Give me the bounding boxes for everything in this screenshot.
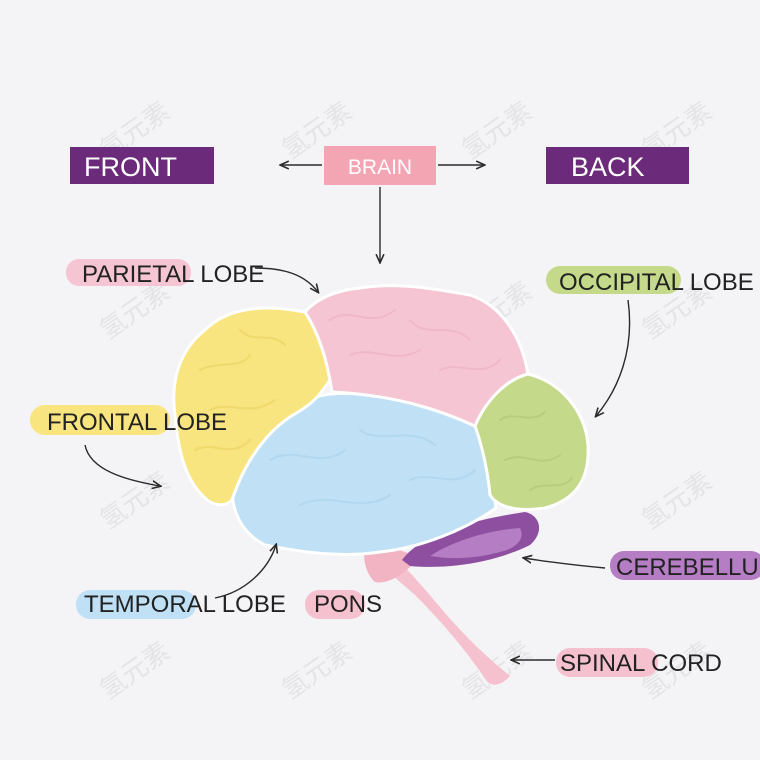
label-occipital: OCCIPITAL LOBE — [546, 266, 754, 296]
spinal-text: SPINAL CORD — [560, 650, 722, 677]
header-front: FRONT — [70, 147, 214, 184]
header-arrows — [281, 165, 484, 262]
brain-label: BRAIN — [348, 156, 412, 179]
watermark: 氢元素 — [457, 96, 538, 165]
cerebellum-highlight — [430, 528, 522, 559]
arrow-frontal — [84, 444, 160, 486]
arrow-cerebellum — [524, 558, 606, 569]
brain-folds — [194, 309, 573, 506]
back-label: BACK — [571, 152, 645, 182]
temporal-text: TEMPORAL LOBE — [84, 591, 286, 618]
front-label: FRONT — [84, 152, 177, 182]
arrow-temporal — [214, 545, 276, 599]
spinal-cord-shape — [392, 555, 510, 685]
header-brain: BRAIN — [324, 146, 436, 185]
label-spinal: SPINAL CORD — [556, 648, 722, 677]
watermark: 氢元素 — [637, 466, 718, 535]
header-back: BACK — [546, 147, 689, 184]
occipital-text: OCCIPITAL LOBE — [559, 269, 754, 296]
label-pons: PONS — [305, 590, 382, 619]
watermark: 氢元素 — [95, 466, 176, 535]
occipital-lobe-shape — [473, 372, 590, 511]
temporal-lobe-shape — [230, 391, 498, 556]
frontal-lobe-shape — [172, 306, 332, 507]
arrow-occipital — [596, 299, 631, 416]
pons-shape — [364, 546, 418, 583]
arrow-parietal — [254, 267, 318, 292]
parietal-text: PARIETAL LOBE — [82, 261, 264, 288]
label-parietal: PARIETAL LOBE — [66, 259, 264, 288]
label-cerebellum: CEREBELLUM — [610, 551, 760, 581]
label-temporal: TEMPORAL LOBE — [76, 590, 286, 619]
callout-arrows — [84, 267, 631, 660]
watermark: 氢元素 — [95, 636, 176, 705]
watermark: 氢元素 — [277, 636, 358, 705]
label-frontal: FRONTAL LOBE — [30, 405, 227, 436]
cerebellum-text: CEREBELLUM — [616, 554, 760, 581]
pons-text: PONS — [314, 591, 382, 618]
frontal-text: FRONTAL LOBE — [47, 409, 227, 436]
